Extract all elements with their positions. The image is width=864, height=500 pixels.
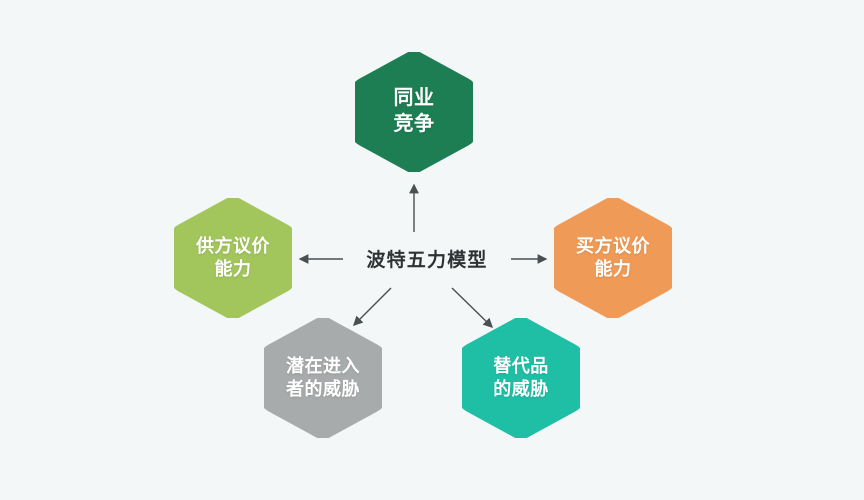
hexagon-node-substitutes[interactable]: 替代品 的威胁 — [462, 318, 580, 438]
hexagon-node-rivalry[interactable]: 同业 竞争 — [355, 52, 473, 172]
hexagon-label-rivalry: 同业 竞争 — [393, 87, 435, 135]
hexagon-node-entrants[interactable]: 潜在进入 者的威胁 — [264, 318, 382, 438]
hexagon-label-entrants: 潜在进入 者的威胁 — [286, 355, 360, 399]
hexagon-label-buyer: 买方议价 能力 — [576, 235, 650, 279]
hexagon-shape-supplier — [174, 198, 292, 318]
hexagon-node-supplier[interactable]: 供方议价 能力 — [174, 198, 292, 318]
center-title: 波特五力模型 — [366, 249, 488, 271]
hexagon-shape-buyer — [554, 198, 672, 318]
hexagon-shape-substitutes — [462, 318, 580, 438]
hexagon-shape-entrants — [264, 318, 382, 438]
hexagon-label-substitutes: 替代品 的威胁 — [493, 355, 549, 399]
hexagon-shape-rivalry — [355, 52, 473, 172]
hexagon-label-supplier: 供方议价 能力 — [196, 235, 270, 279]
hexagon-node-buyer[interactable]: 买方议价 能力 — [554, 198, 672, 318]
